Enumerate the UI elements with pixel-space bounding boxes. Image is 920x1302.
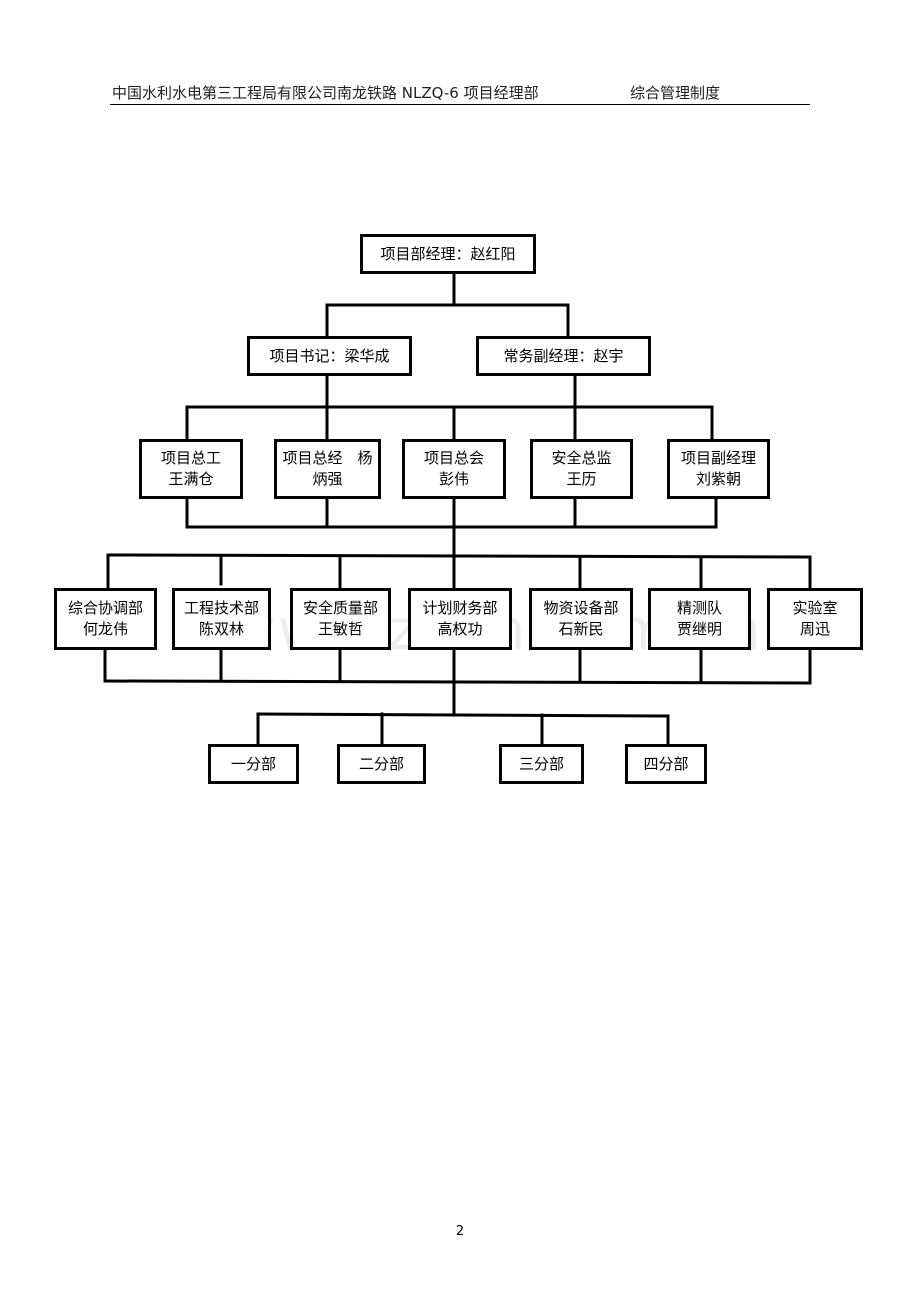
box-line1: 项目副经理 bbox=[680, 449, 756, 467]
box-line2: 高权功 bbox=[437, 620, 483, 638]
box-line1: 工程技术部 bbox=[183, 599, 259, 617]
box-line2: 何龙伟 bbox=[82, 620, 128, 638]
box-line2: 王满仓 bbox=[168, 470, 214, 488]
box-line1: 精测队 bbox=[676, 599, 722, 617]
page-header: 中国水利水电第三工程局有限公司南龙铁路 NLZQ-6 项目经理部 综合管理制度 bbox=[110, 80, 810, 105]
box-line2: 王敏哲 bbox=[317, 620, 363, 638]
org-box-laboratory: 实验室 周迅 bbox=[767, 588, 863, 650]
box-line1: 项目总工 bbox=[160, 449, 221, 467]
box-line1: 项目总会 bbox=[423, 449, 484, 467]
org-box-branch-1: 一分部 bbox=[208, 744, 299, 784]
box-line2: 炳强 bbox=[312, 470, 343, 488]
box-line1: 安全总监 bbox=[551, 449, 612, 467]
org-box-safety-director: 安全总监 王历 bbox=[530, 439, 633, 499]
box-line1: 物资设备部 bbox=[543, 599, 619, 617]
box-line1: 安全质量部 bbox=[302, 599, 378, 617]
org-box-branch-2: 二分部 bbox=[337, 744, 426, 784]
org-box-safety-quality-dept: 安全质量部 王敏哲 bbox=[290, 588, 391, 650]
branch-label: 二分部 bbox=[358, 754, 404, 773]
org-box-deputy-manager: 常务副经理：赵宇 bbox=[476, 336, 651, 376]
org-box-deputy-project-manager: 项目副经理 刘紫朝 bbox=[667, 439, 770, 499]
org-box-chief-accountant: 项目总会 彭伟 bbox=[402, 439, 506, 499]
org-box-engineering-dept: 工程技术部 陈双林 bbox=[172, 588, 271, 650]
org-box-chief-economist: 项目总经 杨 炳强 bbox=[274, 439, 381, 499]
deputy-manager-label: 常务副经理：赵宇 bbox=[503, 346, 624, 365]
header-company-title: 中国水利水电第三工程局有限公司南龙铁路 NLZQ-6 项目经理部 bbox=[112, 84, 539, 102]
box-line1: 项目总经 杨 bbox=[282, 449, 373, 467]
box-line2: 周迅 bbox=[799, 620, 830, 638]
header-section-title: 综合管理制度 bbox=[630, 84, 721, 102]
box-line1: 综合协调部 bbox=[67, 599, 143, 617]
org-box-secretary: 项目书记：梁华成 bbox=[247, 336, 412, 376]
branch-label: 四分部 bbox=[643, 754, 689, 773]
box-line2: 贾继明 bbox=[676, 620, 722, 638]
box-line2: 刘紫朝 bbox=[695, 470, 741, 488]
box-line2: 彭伟 bbox=[438, 470, 469, 488]
secretary-label: 项目书记：梁华成 bbox=[269, 346, 390, 365]
box-line2: 石新民 bbox=[558, 620, 604, 638]
box-line2: 陈双林 bbox=[198, 620, 244, 638]
page-number: 2 bbox=[455, 1224, 465, 1239]
org-box-branch-4: 四分部 bbox=[625, 744, 707, 784]
box-line1: 实验室 bbox=[792, 599, 838, 617]
org-box-materials-dept: 物资设备部 石新民 bbox=[529, 588, 633, 650]
org-box-finance-dept: 计划财务部 高权功 bbox=[408, 588, 512, 650]
org-box-survey-team: 精测队 贾继明 bbox=[648, 588, 751, 650]
branch-label: 三分部 bbox=[518, 754, 564, 773]
org-box-manager: 项目部经理：赵红阳 bbox=[360, 234, 536, 274]
box-line2: 王历 bbox=[566, 470, 597, 488]
org-box-branch-3: 三分部 bbox=[499, 744, 584, 784]
branch-label: 一分部 bbox=[230, 754, 276, 773]
box-line1: 计划财务部 bbox=[422, 599, 498, 617]
manager-label: 项目部经理：赵红阳 bbox=[380, 244, 516, 263]
org-box-coordination-dept: 综合协调部 何龙伟 bbox=[54, 588, 157, 650]
org-box-chief-engineer: 项目总工 王满仓 bbox=[139, 439, 243, 499]
